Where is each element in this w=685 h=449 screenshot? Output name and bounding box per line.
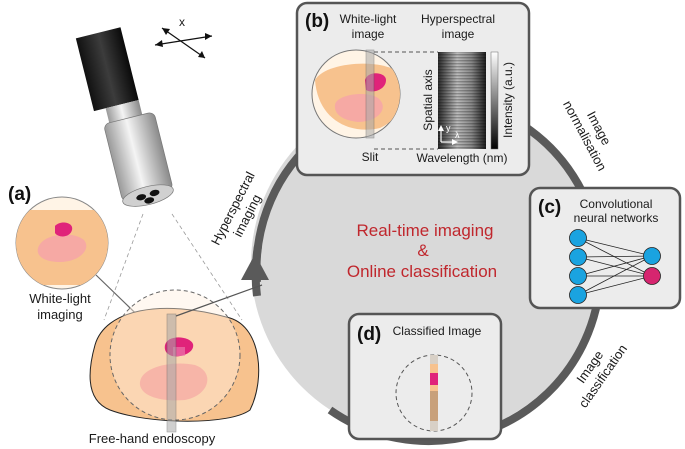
endoscope-grip: [75, 27, 139, 112]
label-image-normalisation: Image normalisation: [560, 98, 614, 173]
panel-a-caption-line-1: White-light: [29, 291, 91, 306]
center-line-2: &: [417, 241, 429, 260]
panel-c: (c) Convolutional neural networks: [528, 186, 682, 310]
nn-output-node-2: [643, 267, 661, 285]
nn-input-node-1: [569, 229, 587, 247]
panel-a-caption-line-2: imaging: [37, 307, 83, 322]
panel-d-seg-tissue-top: [430, 364, 438, 373]
nn-input-node-2: [569, 248, 587, 266]
panel-b-intensity-bar: [490, 51, 499, 150]
panel-c-label: (c): [538, 197, 561, 218]
panel-b: (b) White-light image Hyperspectral imag…: [295, 1, 531, 177]
tissue-slit: [166, 313, 177, 433]
panel-b-wavelength-label: Wavelength (nm): [417, 151, 508, 165]
center-line-3: Online classification: [347, 262, 497, 281]
panel-d-label: (d): [357, 324, 381, 345]
panel-b-label: (b): [305, 11, 329, 32]
endoscope-lens-3: [144, 197, 155, 204]
panel-b-left-title-1: White-light: [340, 12, 397, 26]
endoscope: [75, 27, 243, 321]
panel-c-title-1: Convolutional: [580, 197, 653, 211]
center-line-1: Real-time imaging: [357, 221, 494, 240]
panel-b-lambda-symbol: λ: [455, 130, 460, 140]
endoscope-lens-1: [136, 194, 147, 201]
panel-d-seg-tissue-mid: [430, 385, 438, 391]
endoscope-lens-2: [149, 189, 160, 197]
panel-b-y-symbol: y: [446, 123, 451, 133]
panel-b-right-title-1: Hyperspectral: [421, 12, 495, 26]
panel-b-slit-label: Slit: [362, 150, 379, 164]
cycle-disc: [251, 90, 599, 438]
panel-a-bottom-caption: Free-hand endoscopy: [89, 431, 216, 446]
nn-output-node-1: [643, 247, 661, 265]
panel-b-spatial-axis-label: Spatial axis: [421, 69, 435, 130]
nn-input-node-4: [569, 286, 587, 304]
panel-b-spectral-lines: [438, 52, 486, 149]
panel-a-label: (a): [8, 184, 31, 205]
panel-c-title-2: neural networks: [574, 211, 659, 225]
panel-d-title: Classified Image: [393, 324, 482, 338]
panel-d: (d) Classified Image: [347, 312, 503, 441]
fov-line-right: [171, 213, 243, 321]
fov-line-left: [103, 213, 144, 321]
tissue-scene: [89, 284, 263, 433]
nn-input-node-3: [569, 267, 587, 285]
panel-b-left-title-2: image: [352, 27, 385, 41]
panel-b-slit: [365, 49, 375, 139]
tissue-to-cycle-line: [175, 284, 263, 317]
panel-b-right-title-2: image: [442, 27, 475, 41]
panel-a-whitelight-view: [15, 196, 109, 290]
cycle-arrowhead: [241, 254, 269, 280]
panel-d-seg-tissue-bottom: [430, 391, 438, 421]
x-axis-indicator: x: [154, 15, 213, 59]
nn-connections: [577, 237, 653, 296]
x-axis-label: x: [179, 15, 185, 29]
panel-b-axes-glyph: y λ: [438, 123, 460, 145]
panel-d-seg-tumour: [430, 373, 438, 385]
panel-b-intensity-label: Intensity (a.u.): [501, 62, 515, 138]
endoscope-tip: [122, 184, 174, 207]
